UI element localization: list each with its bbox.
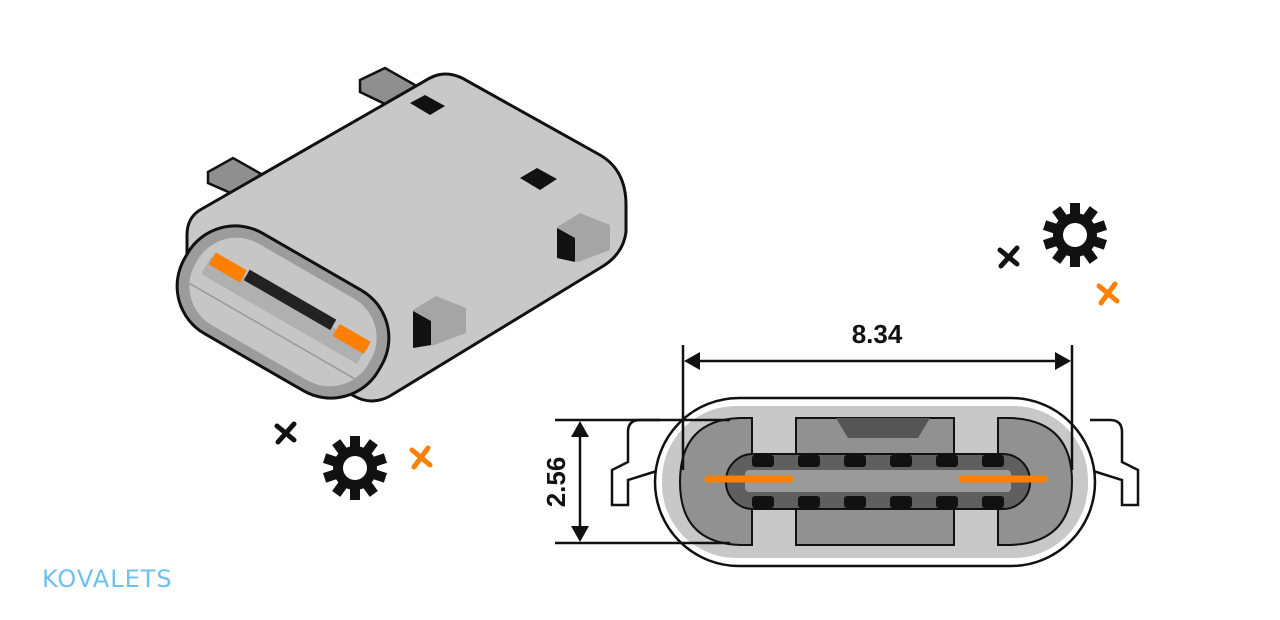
contact-pins-bottom: [752, 496, 1004, 508]
height-label: 2.56: [541, 457, 571, 508]
width-label: 8.34: [852, 319, 903, 349]
side-tab-right: [1089, 418, 1140, 507]
side-latch-right: [557, 213, 610, 262]
contact-pins-top: [752, 455, 1004, 467]
gear-icon: [323, 436, 387, 500]
cross-icon: [997, 245, 1020, 269]
top-hole-1: [410, 95, 445, 115]
cross-icon: [274, 421, 297, 445]
connector-front-view: [610, 396, 1140, 568]
gear-icon: [1043, 203, 1107, 267]
contact-orange-right: [332, 323, 371, 355]
height-dimension: [555, 418, 730, 545]
side-latch-front: [413, 296, 466, 348]
orange-cross-icon: [409, 445, 433, 470]
contact-orange-left: [208, 252, 247, 283]
top-hole-2: [520, 168, 557, 190]
width-dimension: [681, 345, 1074, 470]
side-tab-left: [610, 418, 661, 507]
connector-opening: [175, 224, 391, 400]
connector-isometric-view: [175, 66, 628, 403]
orange-cross-icon: [1096, 281, 1120, 306]
brand-logo: KOVALETS: [42, 565, 173, 593]
